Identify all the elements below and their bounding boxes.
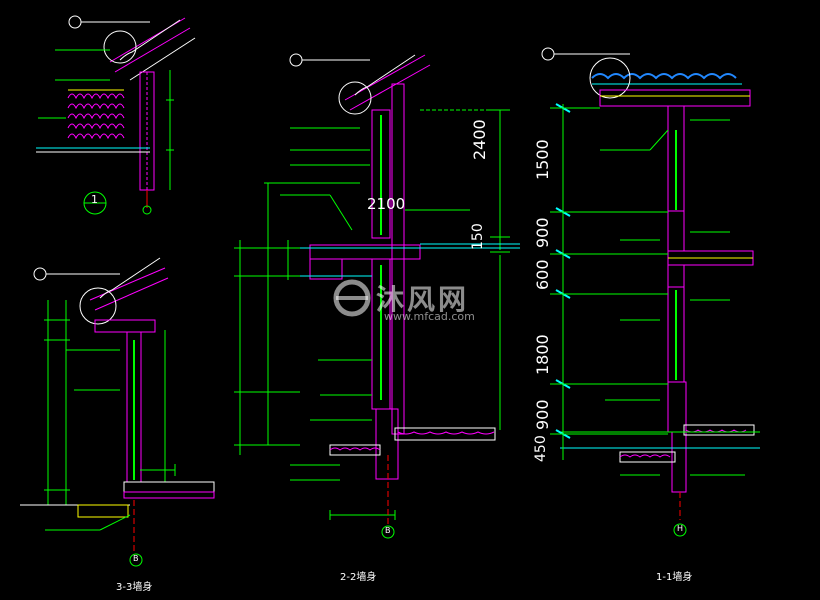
- dim-450: 450: [533, 435, 549, 462]
- dim-2100: 2100: [367, 195, 406, 213]
- watermark-url: www.mfcad.com: [384, 310, 475, 323]
- dim-600: 600: [533, 259, 552, 290]
- dim-900-lower: 900: [533, 399, 552, 430]
- detail-number-label: 1: [91, 193, 98, 206]
- watermark-logo-icon: [333, 279, 371, 317]
- detail-left-top: [36, 15, 196, 215]
- watermark-text: 沐风网: [376, 283, 470, 316]
- detail-marker-1: [83, 191, 107, 215]
- dim-2400: 2400: [470, 119, 489, 160]
- section-3-3: [20, 257, 215, 567]
- section-title-1-1: 1-1墙身: [656, 572, 693, 583]
- dim-1500: 1500: [533, 139, 552, 180]
- section-title-3-3: 3-3墙身: [116, 582, 153, 593]
- axis-label-b-left: B: [133, 554, 139, 563]
- dim-900-upper: 900: [533, 217, 552, 248]
- section-1-1: [541, 47, 760, 537]
- axis-label-b-middle: B: [385, 526, 391, 535]
- watermark: 沐风网 www.mfcad.com: [330, 276, 500, 326]
- axis-label-h-right: H: [677, 524, 684, 533]
- section-title-2-2: 2-2墙身: [340, 572, 377, 583]
- dim-150: 150: [470, 223, 486, 250]
- section-2-2: [234, 53, 520, 539]
- dim-1800: 1800: [533, 334, 552, 375]
